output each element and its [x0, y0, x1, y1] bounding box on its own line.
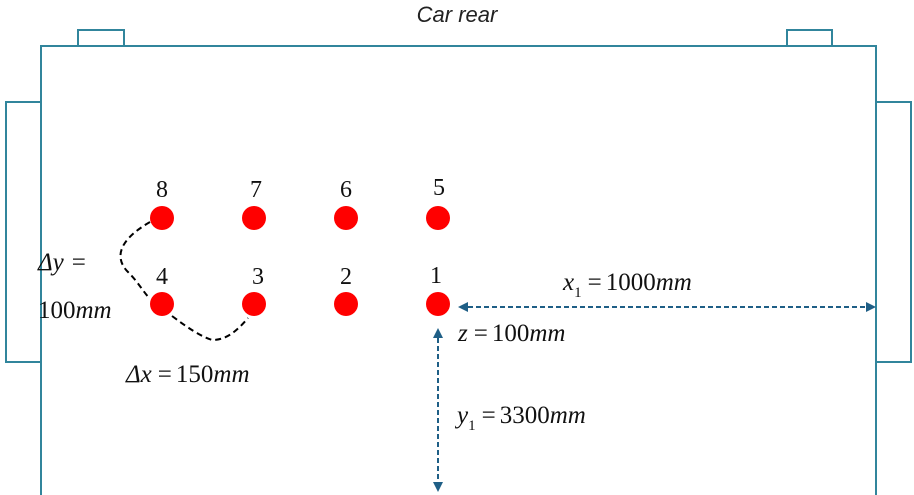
car-body-outline	[5, 29, 912, 495]
point-2-marker	[334, 292, 358, 316]
point-1: 1	[426, 263, 450, 316]
dy-equals: =	[72, 249, 86, 276]
right-rear-light	[876, 101, 912, 363]
y1-number: 3300	[500, 402, 550, 429]
point-5-marker	[426, 206, 450, 230]
point-2-label: 2	[340, 264, 352, 290]
z-var: z	[457, 320, 468, 347]
point-4-label: 4	[156, 264, 168, 290]
dx-equals: =	[158, 361, 172, 388]
point-7-label: 7	[250, 177, 262, 203]
z-number: 100	[492, 320, 530, 347]
point-2: 2	[334, 264, 358, 316]
dy-label: Δy =	[37, 249, 86, 276]
y1-equals: =	[482, 402, 496, 429]
dx-unit: mm	[213, 361, 249, 388]
dy-bracket	[119, 221, 151, 300]
right-top-tab	[786, 29, 833, 46]
dy-symbol: Δy	[37, 249, 65, 276]
z-unit: mm	[529, 320, 565, 347]
point-5: 5	[426, 175, 450, 230]
z-label: z=100mm	[457, 320, 565, 347]
x1-equals: =	[588, 269, 602, 296]
point-6-marker	[334, 206, 358, 230]
left-top-tab	[77, 29, 125, 46]
point-8-marker	[150, 206, 174, 230]
point-3-label: 3	[252, 264, 264, 290]
car-body-frame	[40, 45, 877, 495]
dy-unit: mm	[76, 297, 112, 324]
z-equals: =	[474, 320, 488, 347]
dx-symbol: Δx	[125, 361, 152, 388]
y1-label: y1 =3300mm	[454, 402, 586, 434]
x1-unit: mm	[656, 269, 692, 296]
point-8-label: 8	[156, 177, 168, 203]
point-4-marker	[150, 292, 174, 316]
measurement-points: 8 7 6 5 4 3 2 1	[150, 175, 450, 316]
dy-number: 100	[38, 297, 76, 324]
x1-number: 1000	[606, 269, 656, 296]
point-6-label: 6	[340, 177, 352, 203]
dy-value: 100mm	[38, 297, 112, 324]
point-3-marker	[242, 292, 266, 316]
point-6: 6	[334, 177, 358, 230]
point-7: 7	[242, 177, 266, 230]
point-7-marker	[242, 206, 266, 230]
x1-label: x1 =1000mm	[562, 269, 692, 301]
y1-var: y	[454, 402, 469, 429]
x1-var: x	[562, 269, 574, 296]
point-1-marker	[426, 292, 450, 316]
y1-subscript: 1	[468, 418, 476, 434]
left-rear-light	[5, 101, 41, 363]
point-5-label: 5	[433, 175, 445, 201]
dx-bracket	[171, 315, 249, 342]
diagram-title: Car rear	[417, 2, 499, 27]
point-3: 3	[242, 264, 266, 316]
x1-subscript: 1	[574, 285, 582, 301]
y1-unit: mm	[550, 402, 586, 429]
point-8: 8	[150, 177, 174, 230]
point-4: 4	[150, 264, 174, 316]
dx-label: Δx=150mm	[125, 361, 250, 388]
dx-number: 150	[176, 361, 214, 388]
point-1-label: 1	[430, 263, 442, 289]
